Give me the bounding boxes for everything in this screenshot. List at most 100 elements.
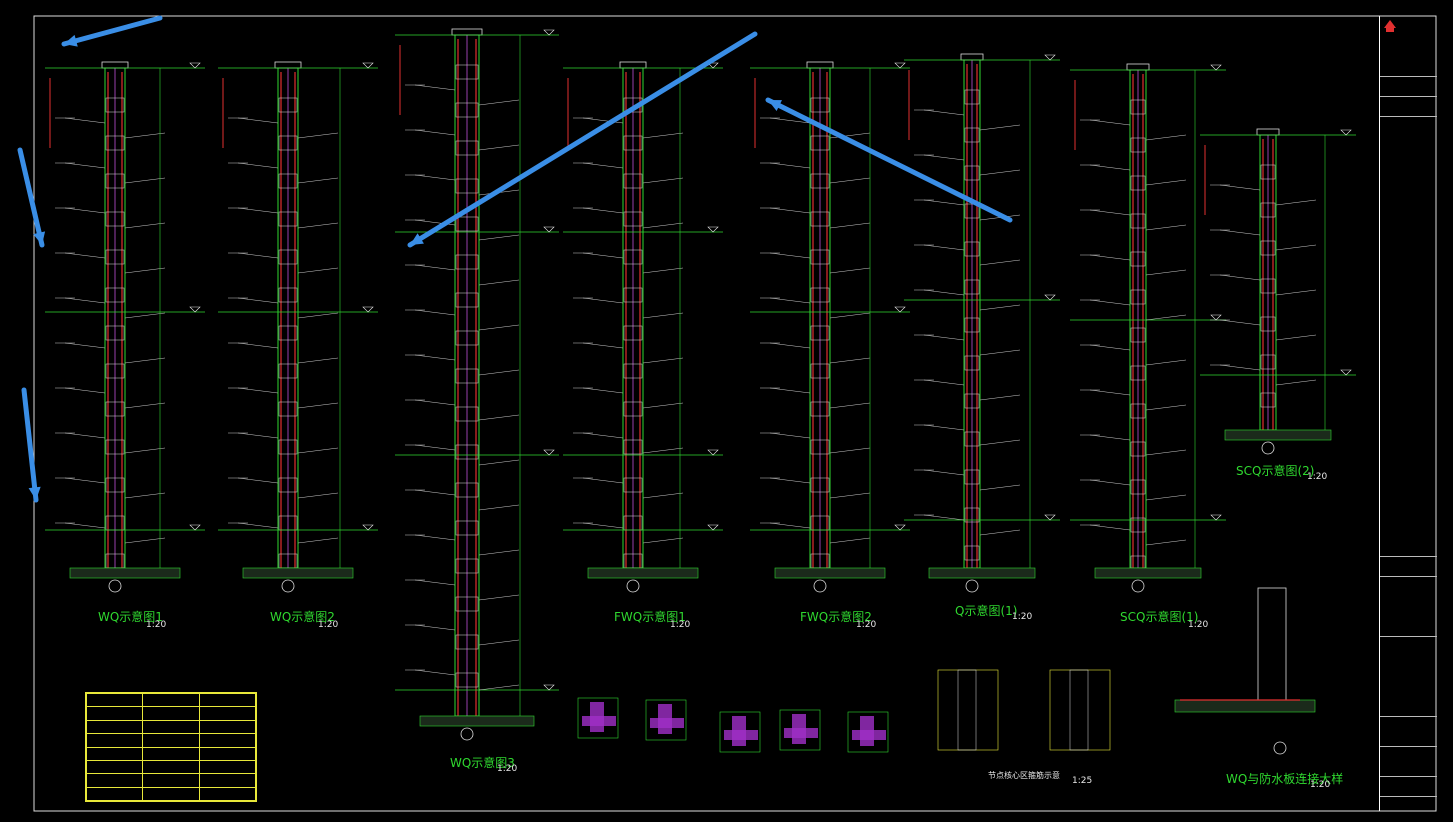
wall-wq1-leader-right xyxy=(124,177,166,184)
wall-wq2-leader xyxy=(237,477,279,484)
wall-q1-leader xyxy=(923,289,965,296)
wall-fwq2-stirrup xyxy=(810,211,830,227)
section-hatch-h xyxy=(784,728,818,738)
wall-fwq1-stirrup xyxy=(623,401,643,417)
title-node: 节点核心区箍筋示意 xyxy=(988,771,1060,780)
wall-wq2-level-marker xyxy=(362,524,374,531)
title-fwq2: FWQ示意图2 xyxy=(800,610,872,624)
wall-wq2 xyxy=(218,61,378,593)
wall-fwq1-leader xyxy=(582,342,624,349)
wall-wq3-leader xyxy=(414,309,456,316)
wall-scq1-stirrup xyxy=(1130,289,1146,305)
wall-q1-stirrup xyxy=(964,507,980,523)
wall-scq1-leader-right xyxy=(1145,404,1187,411)
wall-scq1-leader-right xyxy=(1145,269,1187,276)
wall-fwq2-leader xyxy=(769,432,811,439)
wall-scq1-leader xyxy=(1089,299,1131,306)
wall-q1-leader xyxy=(923,199,965,206)
wall-scq1-leader xyxy=(1089,119,1131,126)
section-detail-1 xyxy=(577,697,619,739)
wall-q1-leader xyxy=(923,109,965,116)
wall-fwq2-leader xyxy=(769,297,811,304)
wall-scq2-leader-right xyxy=(1275,334,1317,341)
wall-wq1-stirrup xyxy=(105,477,125,493)
wall-wq3-stirrup xyxy=(455,672,479,688)
wall-scq1-foundation xyxy=(1094,567,1202,579)
section-outline xyxy=(847,711,889,753)
wall-wq1-leader-right xyxy=(124,447,166,454)
wall-scq1-leader xyxy=(1089,479,1131,486)
wall-q1-stirrup xyxy=(964,545,980,561)
wall-scq1-leader xyxy=(1089,524,1131,531)
wall-fwq2-leader-right xyxy=(829,222,871,229)
wall-q1-leader xyxy=(923,334,965,341)
wall-wq3-leader xyxy=(414,399,456,406)
wall-wq3-stirrup xyxy=(455,482,479,498)
wall-fwq1-stirrup xyxy=(623,249,643,265)
wall-fwq1-leader-right xyxy=(642,537,684,544)
wall-q1-leader-right xyxy=(979,169,1021,176)
wall-wq2-grid-bubble xyxy=(281,579,295,593)
wall-wq3 xyxy=(395,28,559,741)
wall-scq1-leader xyxy=(1089,434,1131,441)
wall-wq3-stirrup xyxy=(455,634,479,650)
wall-wq1-leader xyxy=(64,117,106,124)
wall-wq1-leader xyxy=(64,342,106,349)
arrow-shaft xyxy=(17,147,45,248)
wall-wq1-stirrup xyxy=(105,97,125,113)
wall-fwq2-stirrup xyxy=(810,135,830,151)
wall-wq1-stirrup xyxy=(105,363,125,379)
wall-wq2-leader xyxy=(237,117,279,124)
wall-fwq2-leader xyxy=(769,342,811,349)
annotation-arrow-4 xyxy=(407,31,758,248)
wall-scq1-leader xyxy=(1089,344,1131,351)
wall-fwq1-leader xyxy=(582,117,624,124)
wall-fwq2-leader-right xyxy=(829,132,871,139)
wall-wq1-leader xyxy=(64,477,106,484)
wall-wq1-stirrup xyxy=(105,211,125,227)
wall-wq3-leader-right xyxy=(478,144,520,151)
wall-fwq1-leader xyxy=(582,432,624,439)
wall-wq3-stirrup xyxy=(455,558,479,574)
wall-q1-leader xyxy=(923,424,965,431)
wall-scq2-level-marker xyxy=(1340,129,1352,136)
arrow-head xyxy=(410,233,424,245)
wall-scq1-stirrup xyxy=(1130,441,1146,457)
wall-fwq2-stirrup xyxy=(810,97,830,113)
wall-wq3-level-marker xyxy=(543,226,555,233)
wall-wq1 xyxy=(45,61,205,593)
wall-wq1-stirrup xyxy=(105,249,125,265)
section-outline xyxy=(645,699,687,741)
wall-wq1-foundation xyxy=(69,567,181,579)
wall-scq1-leader xyxy=(1089,389,1131,396)
wall-wq3-stirrup xyxy=(455,292,479,308)
wall-fwq1-leader-right xyxy=(642,132,684,139)
wall-wq3-leader xyxy=(414,669,456,676)
wall-wq2-leader xyxy=(237,252,279,259)
wall-wq3-leader xyxy=(414,174,456,181)
wall-fwq1-level-marker xyxy=(707,449,719,456)
joint-column xyxy=(957,669,977,751)
wall-scq1-leader-right xyxy=(1145,134,1187,141)
wall-wq3-leader-right xyxy=(478,459,520,466)
wall-wq3-level-marker xyxy=(543,449,555,456)
wall-wq1-leader-right xyxy=(124,402,166,409)
wall-wq3-leader xyxy=(414,354,456,361)
wall-scq2-stirrup xyxy=(1260,354,1276,370)
wall-wq1-leader-right xyxy=(124,357,166,364)
wall-scq2-leader-right xyxy=(1275,289,1317,296)
title-scq1: SCQ示意图(1) xyxy=(1120,610,1199,624)
wall-fwq2-grid-bubble xyxy=(813,579,827,593)
wall-wq2-leader-right xyxy=(297,357,339,364)
section-hatch-h xyxy=(724,730,758,740)
scale-wq2: 1:20 xyxy=(318,620,339,630)
wall-fwq2-leader xyxy=(769,252,811,259)
wall-wq2-leader-right xyxy=(297,492,339,499)
section-detail-3 xyxy=(719,711,761,753)
wall-wq1-stirrup xyxy=(105,401,125,417)
wall-q1-leader-right xyxy=(979,259,1021,266)
wall-fwq1-leader-right xyxy=(642,357,684,364)
arrow-head xyxy=(64,34,78,47)
title-wq3: WQ示意图3 xyxy=(450,756,515,770)
wall-scq2-leader-right xyxy=(1275,379,1317,386)
